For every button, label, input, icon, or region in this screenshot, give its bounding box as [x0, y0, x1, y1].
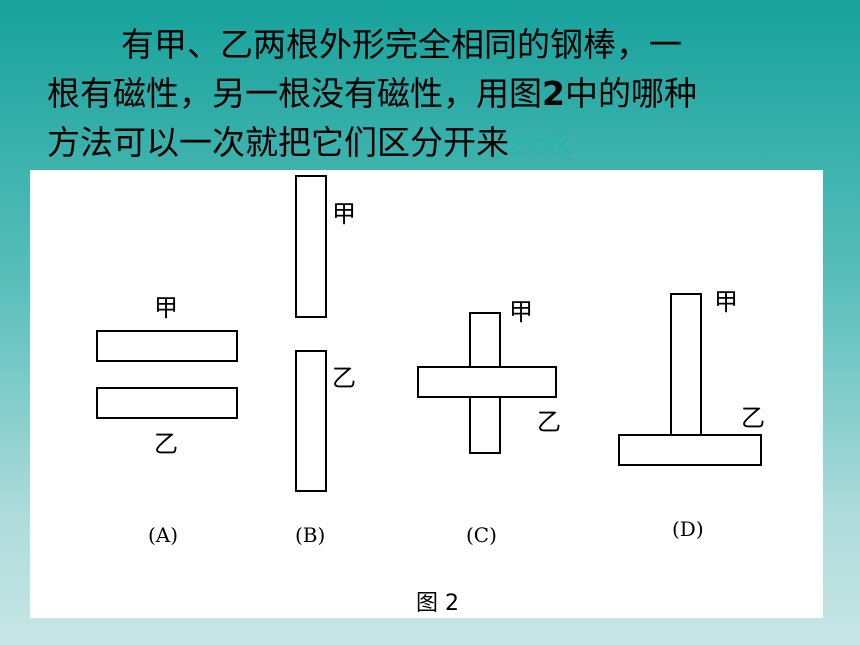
- figure-panel: 甲 乙 (A) 甲 乙 (B) 甲 乙 (C) 甲 乙 (D: [30, 170, 823, 618]
- figure-diagram: 甲 乙 (A) 甲 乙 (B) 甲 乙 (C) 甲 乙 (D: [96, 175, 765, 616]
- question-line-2-part-a: 根有磁性，另一根没有磁性，用图: [47, 74, 542, 113]
- watermark: zxxk: [509, 126, 571, 161]
- option-c-label-yi: 乙: [537, 408, 561, 436]
- option-d-bar-jia: [670, 293, 702, 437]
- option-b-caption: (B): [295, 523, 325, 547]
- option-b-label-jia: 甲: [332, 200, 356, 228]
- question-text: 有甲、乙两根外形完全相同的钢棒，一 根有磁性，另一根没有磁性，用图2中的哪种 方…: [47, 20, 837, 168]
- option-c-bar-yi: [417, 366, 557, 398]
- question-line-2-part-b: 中的哪种: [564, 74, 697, 113]
- option-d-label-yi: 乙: [741, 404, 765, 432]
- option-b-bar-jia: [295, 175, 327, 318]
- option-a-label-jia: 甲: [154, 294, 178, 322]
- option-a-caption: (A): [148, 523, 178, 547]
- option-c-caption: (C): [466, 523, 497, 547]
- question-line-3-text: 方法可以一次就把它们区分开来: [47, 123, 509, 162]
- option-a-bar-jia: [96, 330, 238, 362]
- option-a-bar-yi: [96, 387, 238, 419]
- option-a-label-yi: 乙: [154, 430, 178, 458]
- option-d: 甲 乙 (D): [618, 288, 765, 541]
- option-a: 甲 乙 (A): [96, 294, 238, 547]
- figure-number: 2: [542, 74, 565, 113]
- option-b-bar-yi: [295, 350, 327, 492]
- option-c-label-jia: 甲: [509, 298, 533, 326]
- option-d-bar-yi: [618, 434, 762, 466]
- option-b: 甲 乙 (B): [295, 175, 356, 547]
- option-d-label-jia: 甲: [714, 288, 738, 316]
- option-d-caption: (D): [672, 517, 704, 541]
- question-line-2: 根有磁性，另一根没有磁性，用图2中的哪种: [47, 69, 837, 118]
- question-line-1: 有甲、乙两根外形完全相同的钢棒，一: [121, 25, 682, 64]
- option-c: 甲 乙 (C): [417, 298, 561, 547]
- question-line-3: 方法可以一次就把它们区分开来zxxk: [47, 118, 837, 168]
- figure-title: 图 2: [416, 591, 459, 616]
- option-b-label-yi: 乙: [332, 364, 356, 392]
